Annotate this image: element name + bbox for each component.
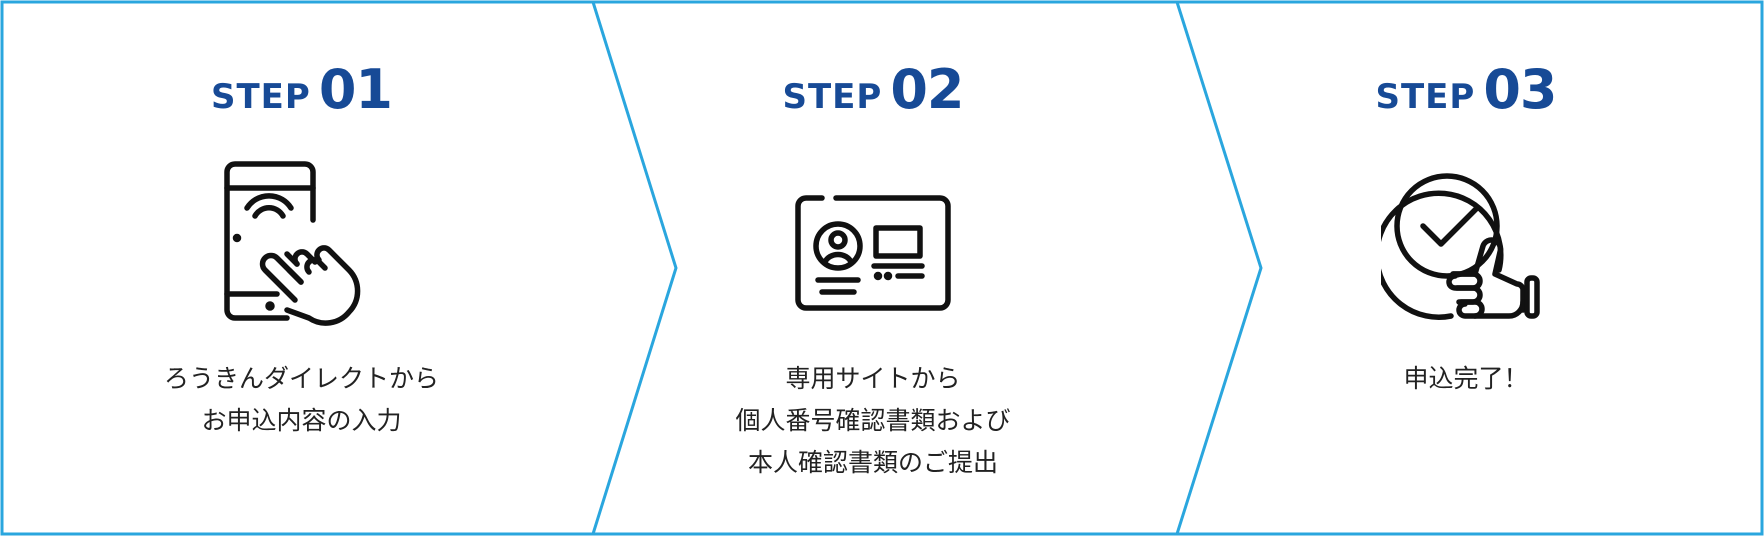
description-line: ろうきんダイレクトから <box>163 364 439 393</box>
step-number: 02 <box>890 58 964 121</box>
description-line: 本人確認書類のご提出 <box>747 448 998 477</box>
step-number: 03 <box>1483 58 1557 121</box>
step-label: STEP <box>1375 77 1476 117</box>
description-line: 申込完了！ <box>1403 364 1529 393</box>
step-label: STEP <box>211 77 311 117</box>
tablet-tap-icon <box>223 161 360 326</box>
description-line: 個人番号確認書類および <box>735 406 1011 435</box>
step-number: 01 <box>318 58 393 121</box>
chevron-divider-2 <box>1175 1 1263 535</box>
step-01-description: ろうきんダイレクトから お申込内容の入力 <box>0 358 603 442</box>
step-label: STEP <box>782 77 883 117</box>
step-02-description: 専用サイトから 個人番号確認書類および 本人確認書類のご提出 <box>603 358 1143 484</box>
description-line: お申込内容の入力 <box>201 406 402 435</box>
thumbs-up-check-icon <box>1381 173 1540 320</box>
description-line: 専用サイトから <box>785 364 961 393</box>
chevron-divider-1 <box>591 1 678 535</box>
step-03-description: 申込完了！ <box>1187 358 1745 400</box>
id-card-icon <box>795 195 951 311</box>
